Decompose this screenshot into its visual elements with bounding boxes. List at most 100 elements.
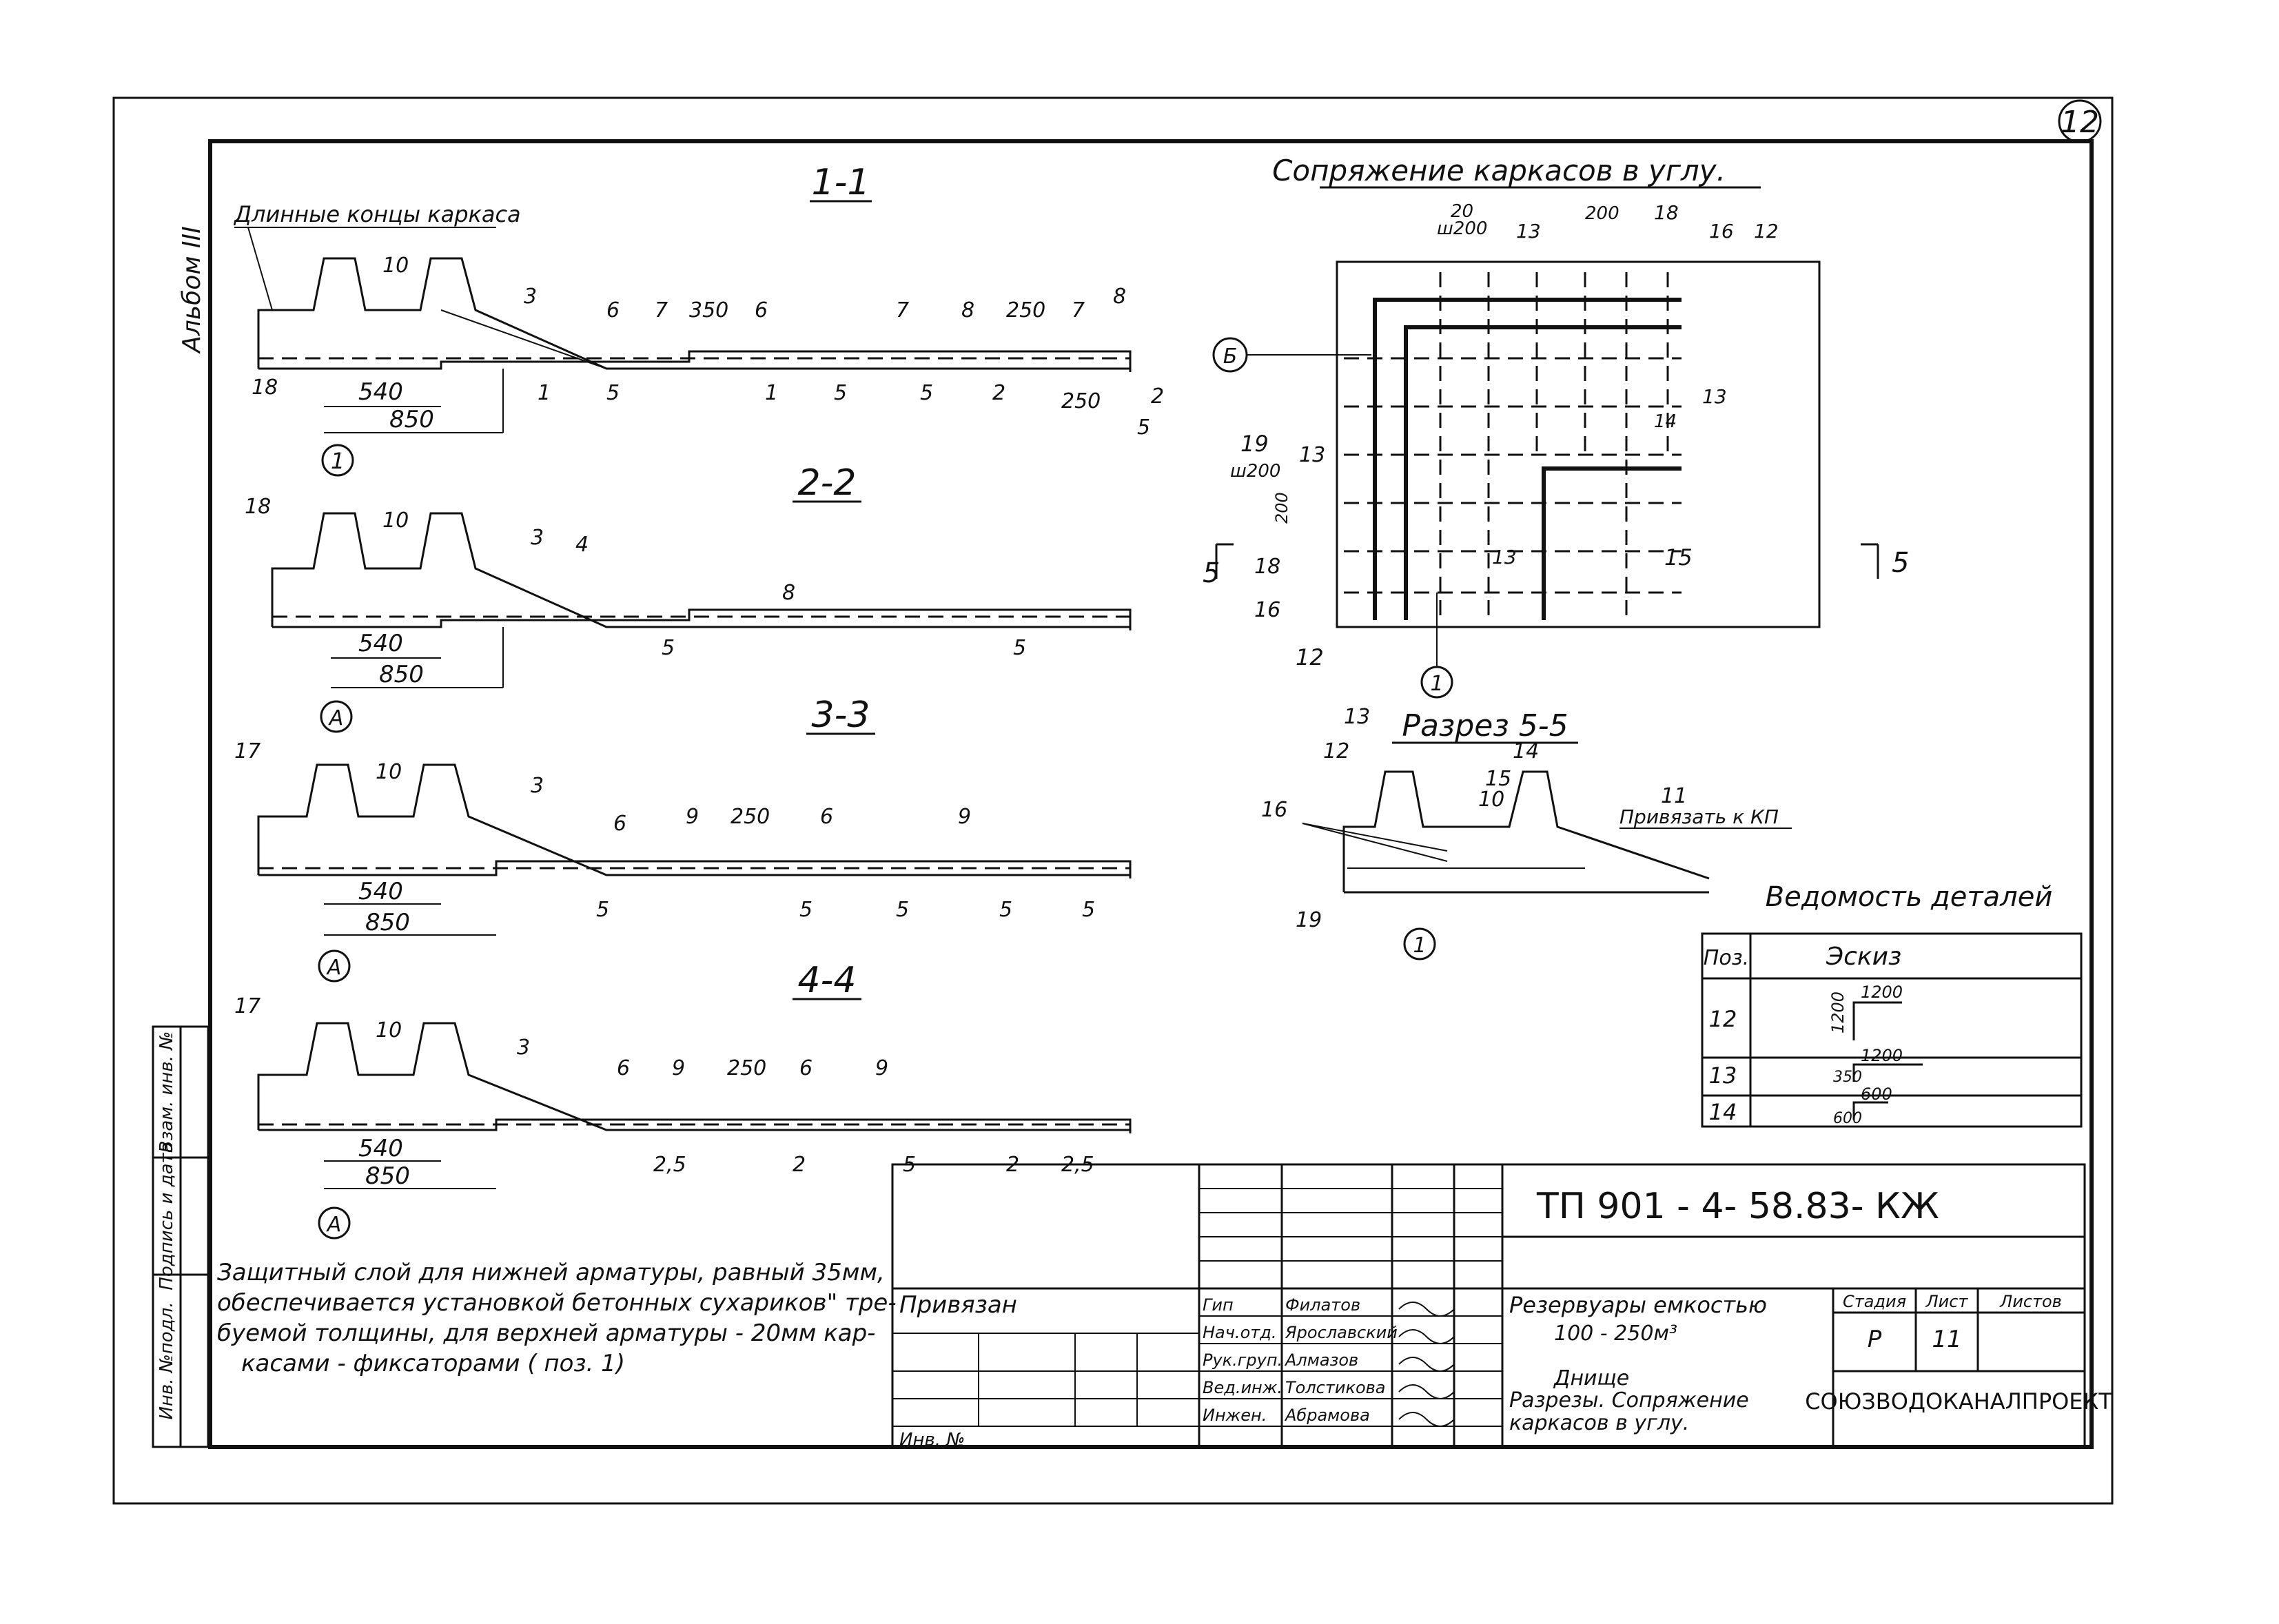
tb-sheet: 11 (1932, 1326, 1961, 1353)
tb-role: Гип (1203, 1295, 1234, 1315)
s22-label: 3 (531, 526, 544, 550)
s44-label: 9 (672, 1056, 685, 1080)
tb-sheet-name: Разрезы. Сопряжение (1509, 1388, 1749, 1412)
corner-label: 200 (1585, 203, 1619, 224)
section-3-3-title: 3-3 (812, 695, 870, 736)
s11-label: 2 (1151, 384, 1164, 409)
corner-plan: Сопряжение каркасов в углу. 20 ш200 13 2… (1203, 154, 1909, 699)
corner-label: 18 (1254, 555, 1280, 579)
outer-frame (112, 96, 2114, 1505)
corner-label: ш200 (1230, 461, 1280, 482)
s33-label: 10 (376, 760, 402, 784)
s33-label: 5 (999, 898, 1012, 922)
tb-role: Рук.груп. (1203, 1350, 1282, 1370)
s44-label: 10 (376, 1018, 402, 1042)
corner-axis-1: 1 (1430, 672, 1443, 696)
corner-label: 13 (1702, 385, 1727, 408)
s55-axis: 1 (1413, 934, 1426, 958)
s11-label: 8 (1113, 285, 1126, 309)
sheet-number: 12 (2061, 105, 2099, 140)
s55-label: 11 (1661, 784, 1687, 808)
corner-label: 13 (1516, 220, 1541, 243)
s11-label: 350 (689, 298, 728, 322)
s33-label: 6 (613, 812, 626, 836)
tb-code: ТП 901 - 4- 58.83- КЖ (1536, 1186, 1939, 1227)
title-block: ТП 901 - 4- 58.83- КЖ Привязан Инв. № Ги… (891, 1163, 2112, 1450)
details-row-dim: 350 (1833, 1069, 1862, 1086)
s33-label: 17 (234, 739, 260, 763)
corner-axis-b: Б (1223, 345, 1238, 369)
s11-label: 3 (524, 285, 537, 309)
album-label: Альбом III (178, 226, 206, 354)
corner-label: 13 (1492, 546, 1517, 568)
sheet-number-mark: 12 (2058, 99, 2102, 143)
s33-label: 5 (1082, 898, 1095, 922)
details-row-pos: 13 (1709, 1062, 1737, 1089)
corner-label: 19 (1240, 431, 1269, 457)
s33-label: 3 (531, 774, 544, 798)
s22-dim-540: 540 (358, 630, 403, 657)
section-1-1: 1-1 Длинные концы каркаса 10 3 6 7 350 6… (233, 162, 1164, 477)
corner-label: 12 (1296, 644, 1324, 670)
tb-role: Нач.отд. (1203, 1323, 1276, 1342)
inner-frame (208, 139, 2094, 1449)
s11-label: 250 (1006, 298, 1045, 322)
s11-label: 8 (961, 298, 974, 322)
s33-label: 6 (820, 805, 833, 829)
s33-label: 5 (896, 898, 909, 922)
section-3-3: 3-3 17 10 3 6 9 250 6 9 5 5 5 5 5 540 85… (234, 695, 1132, 983)
s11-labels: 10 3 6 7 350 6 7 8 250 7 8 18 1 5 1 5 5 … (252, 254, 1164, 440)
section-2-2-title: 2-2 (798, 462, 857, 504)
s55-label: 12 (1323, 739, 1349, 763)
s33-label: 9 (958, 805, 971, 829)
side-stamp: Инв. №подл. Подпись и дата Взам. инв. № (152, 1025, 209, 1448)
section-1-1-note: Длинные концы каркаса (233, 201, 521, 227)
s44-label: 250 (727, 1056, 766, 1080)
s44-label: 17 (234, 994, 260, 1018)
s11-label: 18 (252, 376, 278, 400)
s22-dim-850: 850 (379, 661, 424, 688)
s33-dim-850: 850 (365, 909, 410, 936)
note-line: обеспечивается установкой бетонных сухар… (217, 1289, 897, 1317)
corner-title: Сопряжение каркасов в углу. (1272, 154, 1726, 187)
corner-label: 15 (1664, 544, 1693, 571)
tb-name: Толстикова (1285, 1378, 1386, 1397)
details-row-dim: 1200 (1861, 1046, 1903, 1065)
s55-label: 19 (1296, 908, 1322, 932)
s11-label: 6 (755, 298, 768, 322)
details-row-pos: 12 (1709, 1006, 1737, 1032)
section-4-4-title: 4-4 (798, 960, 857, 1001)
s44-dim-850: 850 (365, 1162, 410, 1190)
signatures (1398, 1302, 1455, 1427)
details-row-dim: 1200 (1828, 991, 1848, 1034)
s55-label: 16 (1261, 798, 1287, 822)
tb-organization: СОЮЗВОДОКАНАЛПРОЕКТ (1805, 1388, 2112, 1415)
corner-label: 16 (1254, 598, 1280, 622)
tb-object-name: Резервуары емкостью (1509, 1292, 1767, 1318)
s11-dim-540: 540 (358, 378, 403, 406)
s22-label: 5 (662, 636, 675, 660)
details-row-dim: 1200 (1861, 983, 1903, 1002)
s11-label: 6 (606, 298, 620, 322)
s11-dim-850: 850 (389, 406, 434, 433)
tb-name: Абрамова (1284, 1406, 1370, 1425)
note-line: касами - фиксаторами ( поз. 1) (241, 1350, 625, 1377)
s33-label: 5 (596, 898, 609, 922)
s44-label: 9 (875, 1056, 888, 1080)
corner-label: 20 (1451, 201, 1473, 222)
tb-stage: Р (1868, 1326, 1882, 1353)
tb-sheet-name: каркасов в углу. (1509, 1411, 1689, 1435)
tb-stage-header: Лист (1925, 1292, 1969, 1311)
corner-labels: 20 ш200 13 200 18 16 12 13 14 19 ш200 13… (1230, 201, 1779, 670)
note-line: буемой толщины, для верхней арматуры - 2… (217, 1319, 875, 1347)
details-table: Ведомость деталей Поз. Эскиз 12 1200 120… (1701, 881, 2083, 1128)
corner-label: 14 (1654, 411, 1677, 432)
s11-label: 1 (538, 381, 551, 405)
stamp-inv-podl: Инв. №подл. (156, 1302, 177, 1419)
s33-label: 250 (730, 805, 770, 829)
tb-inv: Инв. № (899, 1430, 965, 1450)
s44-label: 2 (793, 1153, 806, 1177)
section-1-1-title: 1-1 (812, 162, 870, 203)
s33-axis: А (326, 956, 342, 980)
note-text: Защитный слой для нижней арматуры, равны… (217, 1259, 897, 1377)
